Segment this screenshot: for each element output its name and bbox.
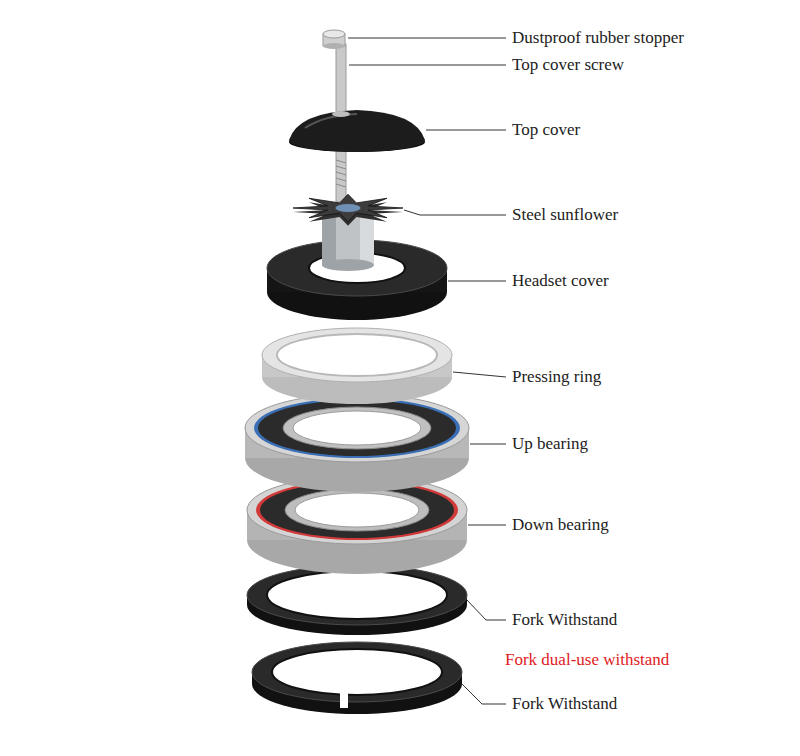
part-label: Down bearing <box>512 514 609 536</box>
fork-withstand-ring <box>247 565 467 635</box>
part-label: Steel sunflower <box>512 204 618 226</box>
screw-head <box>323 30 345 49</box>
leader-line <box>470 444 506 445</box>
leader-line <box>404 210 506 215</box>
leader-line <box>462 684 506 704</box>
leader-line <box>348 38 506 39</box>
part-label: Dustproof rubber stopper <box>512 27 684 49</box>
leader-lines <box>348 38 506 704</box>
part-label: Top cover <box>512 119 580 141</box>
part-label: Fork Withstand <box>512 609 617 631</box>
part-label: Fork Withstand <box>512 693 617 715</box>
leader-line <box>426 130 506 131</box>
leader-line <box>448 281 506 282</box>
steel-sunflower <box>293 194 403 271</box>
part-label: Pressing ring <box>512 366 601 388</box>
leader-line <box>453 372 506 377</box>
leader-line <box>349 65 506 66</box>
part-label: Headset cover <box>512 270 609 292</box>
top-cover <box>289 110 425 152</box>
part-label: Up bearing <box>512 433 588 455</box>
part-label: Top cover screw <box>512 54 624 76</box>
leader-line <box>468 525 506 526</box>
up-bearing <box>245 394 469 492</box>
part-label: Fork dual-use withstand <box>505 649 669 671</box>
pressing-ring <box>262 328 452 404</box>
fork-withstand-ring <box>252 642 462 714</box>
leader-line <box>467 600 506 620</box>
